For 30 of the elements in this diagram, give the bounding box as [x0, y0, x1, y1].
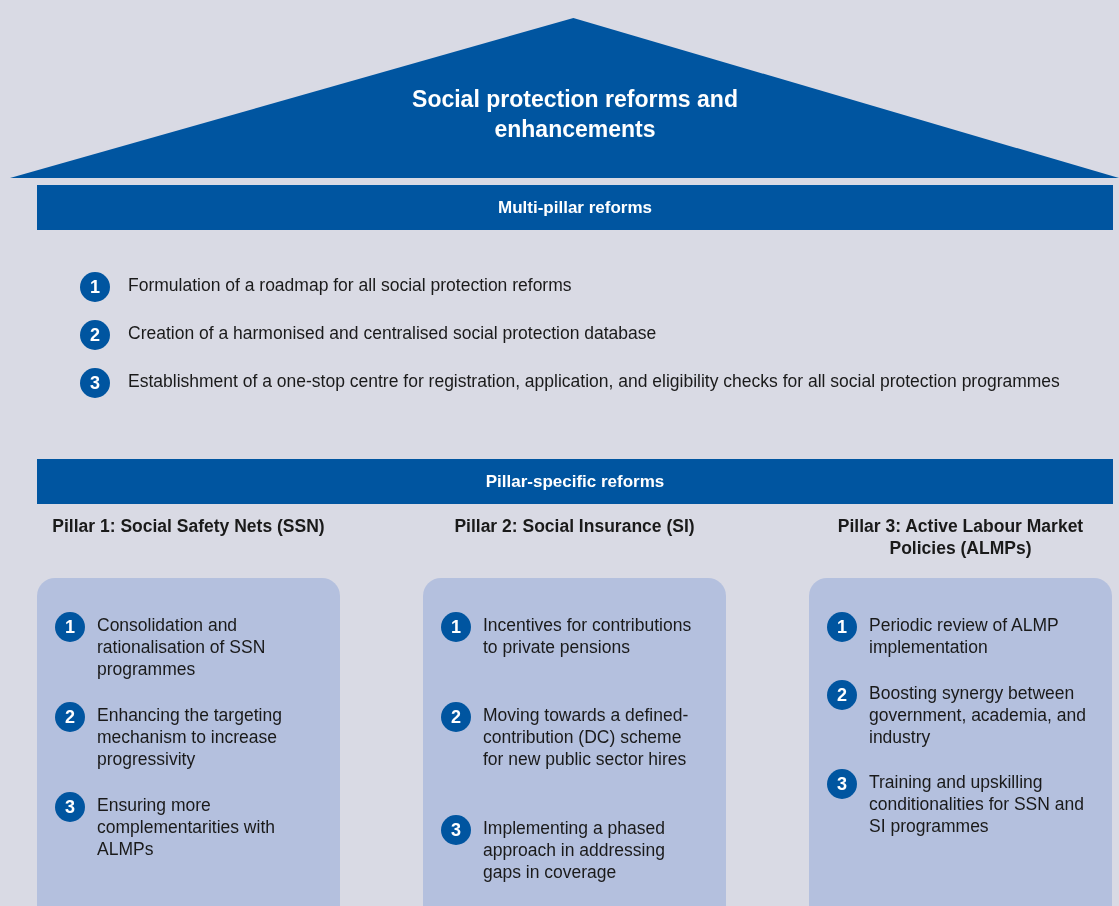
number-badge: 1 — [55, 612, 85, 642]
number-badge: 2 — [55, 702, 85, 732]
item-text: Implementing a phased approach in addressing gaps in coverage — [483, 817, 666, 883]
number-badge: 2 — [827, 680, 857, 710]
section-band: Multi-pillar reforms — [37, 185, 1113, 230]
number-badge: 3 — [827, 769, 857, 799]
item-text: Enhancing the targeting mechanism to increase progressivity — [97, 704, 283, 770]
item-text: Training and upskilling conditionalities for SSN and SI programmes — [869, 771, 1085, 837]
pillar-heading: Pillar 2: Social Insurance (SI) — [453, 515, 696, 537]
item-text: Moving towards a defined-contribution (DC) scheme for new public sector hires — [483, 704, 690, 770]
number-badge: 1 — [827, 612, 857, 642]
pillar-heading: Pillar 1: Social Safety Nets (SSN) — [51, 515, 326, 537]
number-badge: 1 — [441, 612, 471, 642]
number-badge: 3 — [55, 792, 85, 822]
roof-title: Social protection reforms and enhancements — [411, 85, 739, 144]
item-text: Periodic review of ALMP implementation — [869, 614, 1060, 658]
item-text: Establishment of a one-stop centre for registration, application, and eligibility checks for all social protection programmes — [128, 370, 1060, 392]
number-badge: 2 — [441, 702, 471, 732]
number-badge: 2 — [80, 320, 110, 350]
item-text: Ensuring more complementarities with ALMPs — [97, 794, 276, 860]
number-badge: 1 — [80, 272, 110, 302]
item-text: Creation of a harmonised and centralised social protection database — [128, 322, 657, 344]
number-badge: 3 — [80, 368, 110, 398]
item-text: Boosting synergy between government, academia, and industry — [869, 682, 1087, 748]
item-text: Consolidation and rationalisation of SSN programmes — [97, 614, 267, 680]
number-badge: 3 — [441, 815, 471, 845]
pillar-heading: Pillar 3: Active Labour Market Policies (ALMPs) — [836, 515, 1085, 559]
item-text: Formulation of a roadmap for all social protection reforms — [128, 274, 572, 296]
section-band: Pillar-specific reforms — [37, 459, 1113, 504]
item-text: Incentives for contributions to private pensions — [483, 614, 693, 658]
